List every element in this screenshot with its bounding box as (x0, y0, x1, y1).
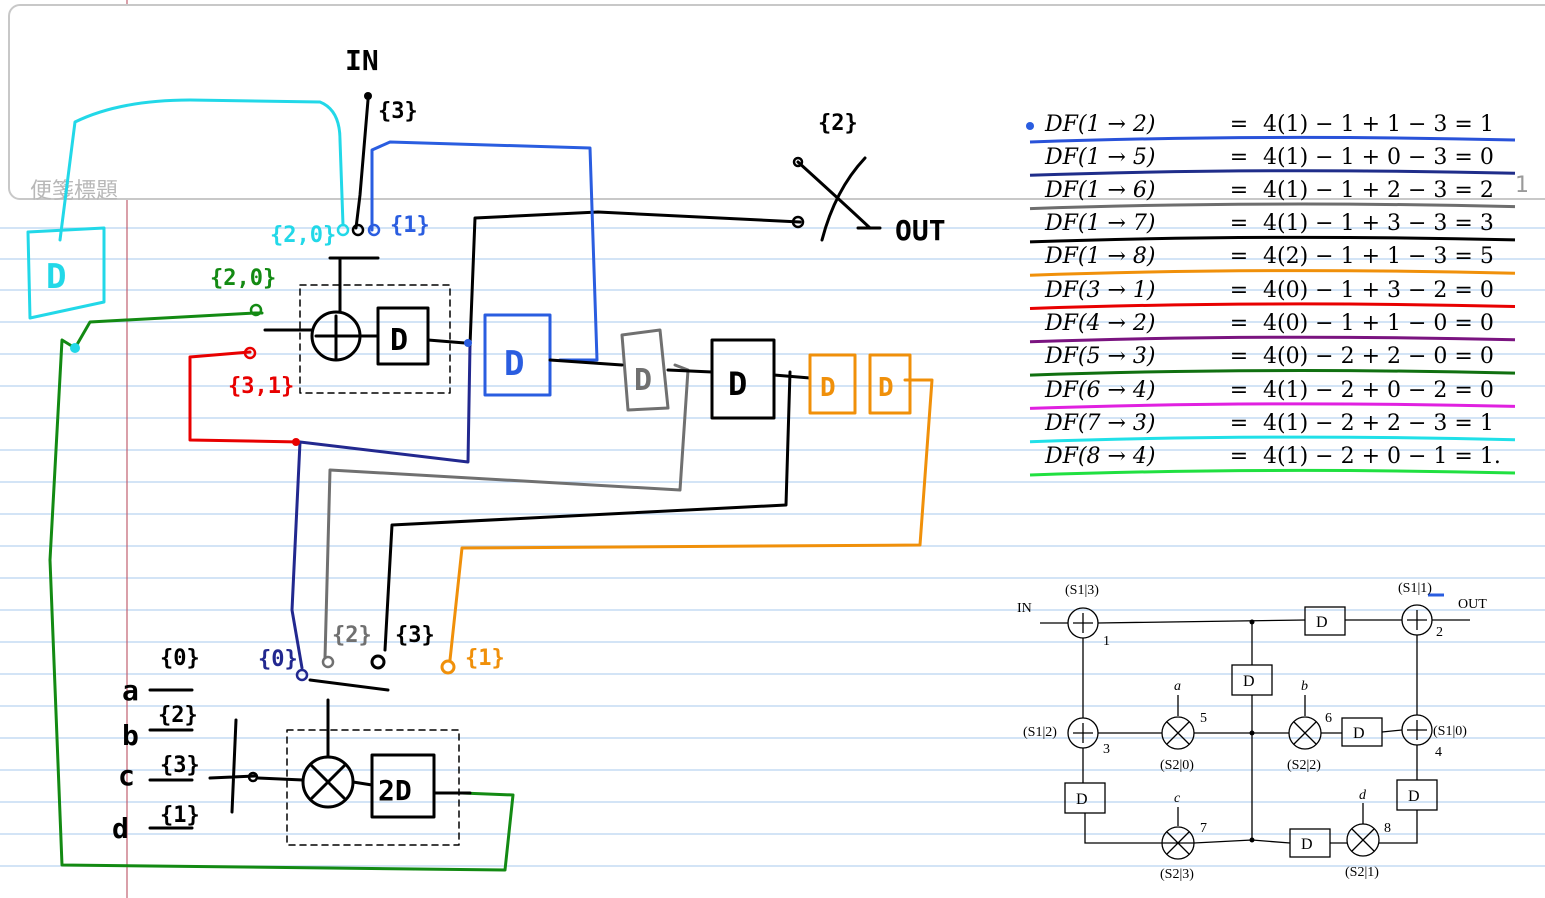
in-label: IN (345, 44, 379, 77)
page-number: 1 (1515, 173, 1529, 198)
figure-in-label: IN (1017, 601, 1032, 616)
figure-coef-c: c (1174, 791, 1181, 806)
navy-wire (290, 343, 472, 670)
orange-wire (448, 378, 934, 662)
figure-n8: 8 (1384, 821, 1391, 836)
figure-node8-label: (S2|1) (1345, 865, 1379, 880)
cyan-delay-box (26, 226, 106, 320)
figure-delay: D (1353, 725, 1365, 742)
delay-box-gray (620, 328, 670, 412)
multiplier-delay-group (286, 729, 460, 846)
equation-row: DF(3 → 1)=4(0) − 1 + 3 − 2 = 0 (1045, 278, 1494, 303)
equation-row: DF(6 → 4)=4(1) − 2 + 0 − 2 = 0 (1045, 378, 1494, 403)
figure-n4: 4 (1435, 745, 1442, 760)
figure-coef-d: d (1359, 788, 1367, 803)
delay-label-cyan: D (46, 257, 66, 297)
coeff-b: b (122, 719, 139, 752)
figure-coef-a: a (1174, 679, 1181, 694)
figure-node2-label: (S1|1) (1398, 581, 1432, 596)
tag-red-purple: {3,1} (228, 374, 294, 399)
delay-label-orange-1: D (820, 373, 836, 403)
figure-out-label: OUT (1458, 597, 1487, 612)
figure-node3-label: (S1|2) (1023, 725, 1057, 740)
equation-row: DF(5 → 3)=4(0) − 2 + 2 − 0 = 0 (1045, 344, 1494, 369)
coeff-tag-1: {1} (160, 803, 200, 828)
tag-orange: {1} (465, 646, 505, 671)
figure-coef-b: b (1301, 679, 1308, 694)
tag-switch: {2} (818, 111, 858, 136)
delay-label-2d: 2D (378, 774, 412, 807)
figure-n3: 3 (1103, 742, 1110, 757)
equation-row: DF(8 → 4)=4(1) − 2 + 0 − 1 = 1. (1045, 444, 1501, 469)
figure-n6: 6 (1325, 711, 1332, 726)
delay-box-orange-1 (808, 353, 857, 415)
tag-navy: {0} (258, 647, 298, 672)
figure-n7: 7 (1200, 821, 1207, 836)
equation-row: DF(7 → 3)=4(1) − 2 + 2 − 3 = 1 (1045, 411, 1494, 436)
delay-label-1: D (390, 323, 408, 358)
figure-node5-label: (S2|0) (1160, 758, 1194, 773)
black-wire-low (383, 370, 792, 652)
equation-row: DF(1 → 2)=4(1) − 1 + 1 − 3 = 1 (1045, 112, 1494, 137)
equation-row: DF(1 → 7)=4(1) − 1 + 3 − 3 = 3 (1045, 211, 1494, 236)
green-wire (48, 338, 515, 872)
figure-delay: D (1408, 788, 1420, 805)
figure-delay: D (1316, 614, 1328, 631)
equation-row: DF(1 → 5)=4(1) − 1 + 0 − 3 = 0 (1045, 145, 1494, 170)
delay-box-blue (483, 313, 552, 397)
tag-gray: {2} (332, 623, 372, 648)
coeff-a: a (122, 674, 139, 707)
delay-label-blue: D (504, 344, 524, 384)
figure-delay: D (1301, 836, 1313, 853)
delay-label-black: D (728, 365, 747, 403)
delay-label-orange-2: D (878, 373, 894, 403)
reference-dfg-figure: IN OUT (S1|3) (S1|1) (S1|2) (S1|0) (S2|0… (1017, 581, 1487, 882)
coeff-tag-0: {0} (160, 646, 200, 671)
figure-delay: D (1243, 673, 1255, 690)
figure-node1-label: (S1|3) (1065, 583, 1099, 598)
connection-dots (70, 92, 1034, 783)
red-wire (188, 350, 302, 444)
blue-wire (370, 140, 599, 362)
equation-row: DF(4 → 2)=4(0) − 1 + 1 − 0 = 0 (1045, 311, 1494, 336)
note-title-placeholder[interactable]: 便箋標題 (30, 179, 119, 204)
output-switch (796, 156, 882, 242)
cyan-wire (58, 98, 345, 242)
tag-cyan: {2,0} (270, 223, 336, 248)
figure-n5: 5 (1200, 711, 1207, 726)
in-wire (354, 98, 370, 230)
delay-box-orange-2 (868, 353, 912, 415)
equation-row: DF(1 → 6)=4(1) − 1 + 2 − 3 = 2 (1045, 178, 1494, 203)
coeff-c: c (118, 759, 135, 792)
out-label: OUT (895, 214, 946, 247)
figure-node4-label: (S1|0) (1433, 724, 1467, 739)
figure-node6-label: (S2|2) (1287, 758, 1321, 773)
equation-row: DF(1 → 8)=4(2) − 1 + 1 − 3 = 5 (1045, 244, 1494, 269)
tag-blue: {1} (390, 213, 430, 238)
coeff-d: d (112, 812, 129, 845)
adder-delay-group (299, 284, 451, 394)
figure-delay: D (1076, 791, 1088, 808)
delay-label-gray: D (634, 363, 652, 398)
black-wire-top (468, 210, 802, 347)
tag-black: {3} (395, 623, 435, 648)
delay-box-black (710, 338, 776, 420)
figure-n1: 1 (1103, 634, 1110, 649)
figure-node7-label: (S2|3) (1160, 867, 1194, 882)
tag-in: {3} (378, 99, 418, 124)
figure-n2: 2 (1436, 625, 1443, 640)
green-wire-top (73, 311, 264, 350)
gray-wire (323, 363, 690, 660)
coeff-tag-3: {3} (160, 753, 200, 778)
coeff-tag-2: {2} (158, 703, 198, 728)
tag-magenta: {2,0} (210, 266, 276, 291)
